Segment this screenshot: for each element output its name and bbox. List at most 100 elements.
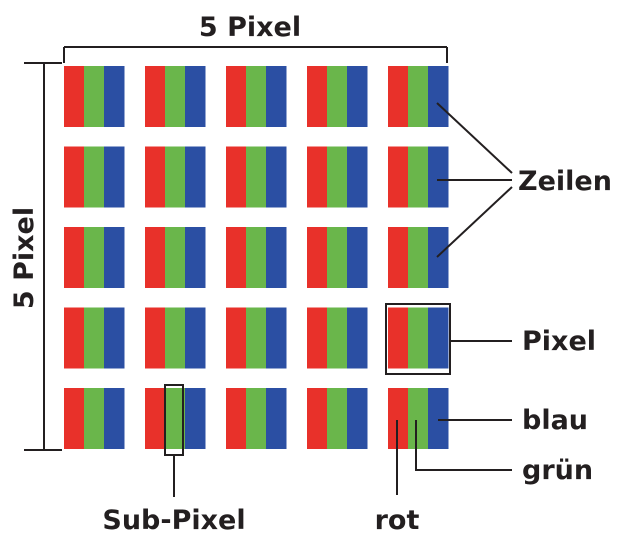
pixel	[226, 66, 287, 127]
subpixel-blue	[185, 66, 206, 127]
subpixel-red	[64, 307, 85, 369]
width-label: 5 Pixel	[199, 12, 301, 43]
subpixel-red	[145, 227, 166, 288]
pixel	[64, 146, 125, 208]
pixel	[307, 388, 368, 449]
subpixel-blue	[185, 307, 206, 369]
subpixel-green	[165, 146, 186, 208]
subpixel-blue	[428, 307, 449, 369]
subpixel-green	[408, 307, 429, 369]
subpixel-green	[327, 388, 348, 449]
subpixel-red	[145, 388, 166, 449]
subpixel-blue	[185, 227, 206, 288]
rows-label: Zeilen	[518, 166, 612, 197]
subpixel-green	[84, 227, 105, 288]
pixel	[226, 307, 287, 369]
subpixel-green	[408, 146, 429, 208]
subpixel-red	[64, 388, 85, 449]
subpixel-red	[145, 146, 166, 208]
subpixel-red	[307, 388, 328, 449]
pixel	[64, 388, 125, 449]
subpixel-blue	[428, 227, 449, 288]
pixel	[64, 66, 125, 127]
blue-label: blau	[522, 405, 588, 436]
pixel-label: Pixel	[522, 326, 596, 357]
subpixel-blue	[104, 146, 125, 208]
subpixel-red	[388, 66, 409, 127]
subpixel-red	[145, 66, 166, 127]
pixel-grid	[64, 66, 449, 449]
subpixel-blue	[185, 146, 206, 208]
pixel	[388, 227, 449, 288]
subpixel-blue	[104, 227, 125, 288]
subpixel-green	[165, 227, 186, 288]
rows-leader-1	[436, 102, 513, 174]
subpixel-red	[307, 227, 328, 288]
green-label: grün	[522, 455, 593, 486]
subpixel-blue	[104, 66, 125, 127]
subpixel-green	[327, 307, 348, 369]
subpixel-blue	[266, 227, 287, 288]
subpixel-blue	[347, 66, 368, 127]
subpixel-red	[226, 227, 247, 288]
subpixel-red	[307, 307, 328, 369]
subpixel-green	[165, 388, 186, 449]
subpixel-blue	[347, 388, 368, 449]
subpixel-blue	[347, 146, 368, 208]
subpixel-blue	[347, 227, 368, 288]
subpixel-red	[64, 227, 85, 288]
pixel	[226, 388, 287, 449]
subpixel-blue	[104, 307, 125, 369]
subpixel-blue	[266, 146, 287, 208]
subpixel-green	[327, 146, 348, 208]
subpixel-green	[84, 388, 105, 449]
subpixel-green	[327, 66, 348, 127]
subpixel-green	[246, 307, 267, 369]
pixel	[307, 146, 368, 208]
subpixel-red	[226, 66, 247, 127]
subpixel-green	[246, 388, 267, 449]
subpixel-green	[408, 66, 429, 127]
subpixel-red	[64, 146, 85, 208]
subpixel-green	[84, 66, 105, 127]
subpixel-green	[408, 227, 429, 288]
pixel	[388, 146, 449, 208]
subpixel-red	[388, 227, 409, 288]
subpixel-green	[165, 66, 186, 127]
subpixel-green	[84, 146, 105, 208]
pixel	[388, 388, 449, 449]
pixel	[145, 388, 206, 449]
subpixel-red	[226, 146, 247, 208]
subpixel-blue	[347, 307, 368, 369]
width-dimension	[63, 46, 448, 63]
pixel	[145, 146, 206, 208]
pixel	[388, 66, 449, 127]
rows-callout	[436, 102, 513, 258]
subpixel-blue	[104, 388, 125, 449]
red-label: rot	[375, 505, 420, 536]
rows-leader-3	[436, 186, 513, 258]
subpixel-blue	[428, 388, 449, 449]
pixel	[64, 307, 125, 369]
pixel-highlight-box	[385, 303, 451, 375]
subpixel-green	[246, 66, 267, 127]
subpixel-green	[84, 307, 105, 369]
height-label: 5 Pixel	[9, 207, 40, 309]
pixel	[145, 307, 206, 369]
subpixel-green	[408, 388, 429, 449]
subpixel-red	[226, 388, 247, 449]
subpixel-label: Sub-Pixel	[102, 505, 245, 536]
subpixel-red	[307, 146, 328, 208]
pixel	[226, 146, 287, 208]
pixel	[307, 66, 368, 127]
subpixel-blue	[428, 146, 449, 208]
pixel	[145, 66, 206, 127]
subpixel-blue	[185, 388, 206, 449]
pixel	[226, 227, 287, 288]
pixel	[64, 227, 125, 288]
subpixel-blue	[266, 388, 287, 449]
subpixel-green	[165, 307, 186, 369]
subpixel-red	[388, 388, 409, 449]
